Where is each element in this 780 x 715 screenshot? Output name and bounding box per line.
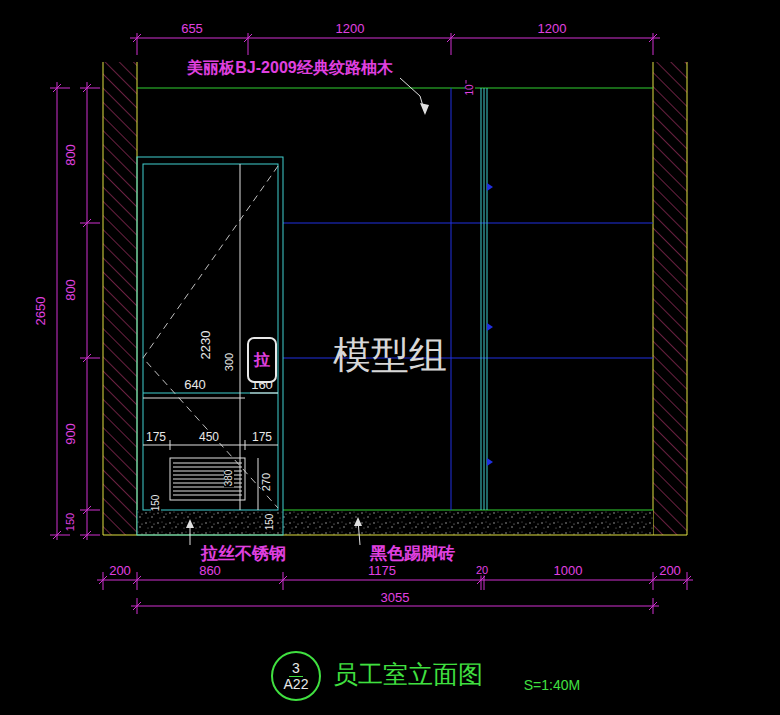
dimension-text: 900 [64, 422, 77, 446]
skirting-tile [137, 510, 653, 535]
dimension-text: 1175 [367, 564, 397, 577]
dimension-text: 860 [198, 564, 222, 577]
dimension-text: 380 [224, 469, 234, 488]
badge-text: 3 [289, 661, 303, 677]
dimension-text: 150 [265, 513, 275, 532]
dimension-text: 450 [198, 431, 220, 443]
panel-joint [283, 88, 653, 510]
material-note: 黑色踢脚砖 [369, 545, 456, 562]
handle-text: 拉 [251, 352, 273, 369]
material-note: 拉丝不锈钢 [200, 545, 287, 562]
door-handle: 拉 [247, 337, 277, 383]
dimension-text: 270 [261, 472, 272, 492]
door [137, 157, 283, 535]
dimension-text: 200 [108, 564, 132, 577]
door-louver [170, 458, 245, 500]
watermark: 模型组 [332, 336, 448, 374]
glass-clip [487, 183, 493, 466]
badge-text: A22 [281, 677, 312, 692]
glass-partition [481, 88, 487, 510]
dimension-text: 10 [465, 83, 475, 96]
dimension-text: 640 [183, 378, 207, 391]
dimension-text: 2230 [199, 330, 212, 361]
dimension-text: 175 [145, 431, 167, 443]
dimension-text: 300 [224, 352, 235, 372]
material-note: 美丽板BJ-2009经典纹路柚木 [186, 60, 393, 76]
dimension-text: 800 [64, 143, 77, 167]
leader-line [190, 78, 425, 545]
ceiling-line [137, 88, 653, 89]
dimension-text: 150 [151, 494, 161, 513]
dimension-text: 800 [64, 278, 77, 302]
dimension-text: 150 [65, 512, 76, 532]
dimension-text: S=1:40M [523, 678, 581, 692]
wall-section [103, 62, 687, 535]
dimension-text: 3055 [380, 591, 411, 604]
leader-arrow [186, 103, 429, 528]
dimension-text: 1200 [537, 22, 568, 35]
dimension-line [50, 33, 693, 614]
section-badge: 3A22 [271, 651, 321, 701]
dimension-text: 655 [180, 22, 204, 35]
door-dimension [143, 164, 278, 510]
dimension-text: 175 [251, 431, 273, 443]
dimension-text: 20 [475, 565, 489, 576]
drawing-title: 员工室立面图 [332, 662, 484, 687]
dimension-text: 200 [658, 564, 682, 577]
dimension-text: 2650 [34, 296, 47, 327]
dimension-text: 1200 [335, 22, 366, 35]
door-swing [143, 166, 278, 508]
dimension-text: 1000 [553, 564, 584, 577]
